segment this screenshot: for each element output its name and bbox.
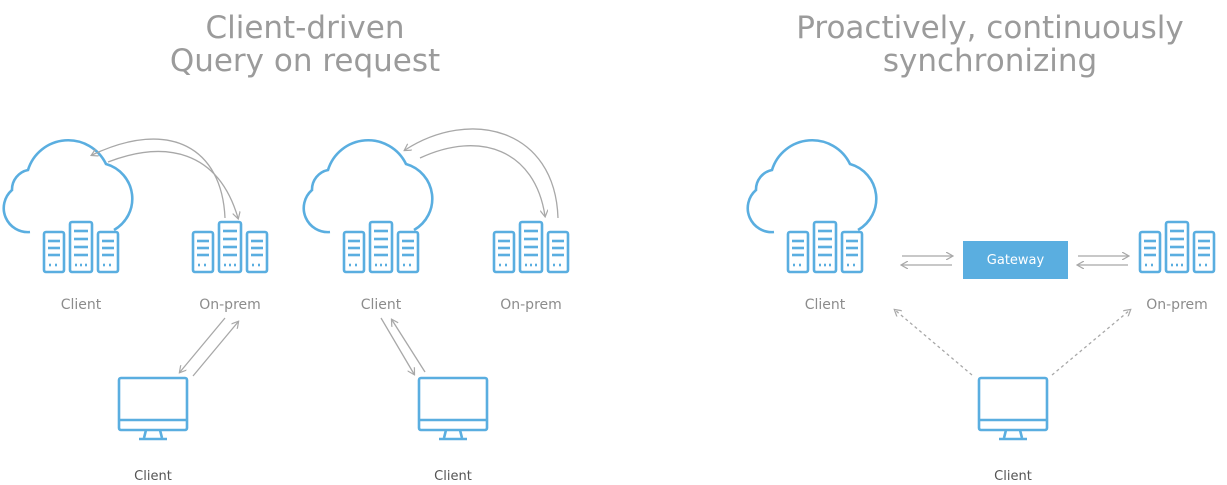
d1-onprem-label: On-prem [199,297,261,313]
d3-computer-label: Client [994,469,1032,484]
d1-arrows [92,138,238,377]
d1-onprem-server-icon [191,220,269,274]
d3-cloud-label: Client [804,297,846,313]
d3-onprem-server-icon [1138,220,1216,274]
heading-client-driven-line2: Query on request [169,43,441,79]
d3-arrows [895,256,1130,376]
heading-client-driven-line1: Client-driven [205,10,405,46]
d1-cloud-icon [2,138,134,234]
d2-onprem-server-icon [492,220,570,274]
heading-client-driven: Client-driven Query on request [110,12,500,78]
d2-computer-label: Client [434,469,472,484]
d3-computer-icon [977,376,1049,441]
d2-cloud-label: Client [360,297,402,313]
d1-cloud-label: Client [60,297,102,313]
d2-cloud-icon [302,138,434,234]
d2-onprem-label: On-prem [500,297,562,313]
heading-proactive-sync: Proactively, continuously synchronizing [760,12,1220,78]
d3-cloud-icon [746,138,878,234]
d3-onprem-label: On-prem [1146,297,1208,313]
d2-cloud-server-icon [342,220,420,274]
d1-computer-label: Client [134,469,172,484]
d2-computer-icon [417,376,489,441]
d1-cloud-server-icon [42,220,120,274]
gateway-box: Gateway [963,241,1068,279]
d3-cloud-server-icon [786,220,864,274]
d2-arrows [380,128,559,374]
heading-proactive-sync-line2: synchronizing [882,43,1098,79]
d1-computer-icon [117,376,189,441]
heading-proactive-sync-line1: Proactively, continuously [796,10,1184,46]
